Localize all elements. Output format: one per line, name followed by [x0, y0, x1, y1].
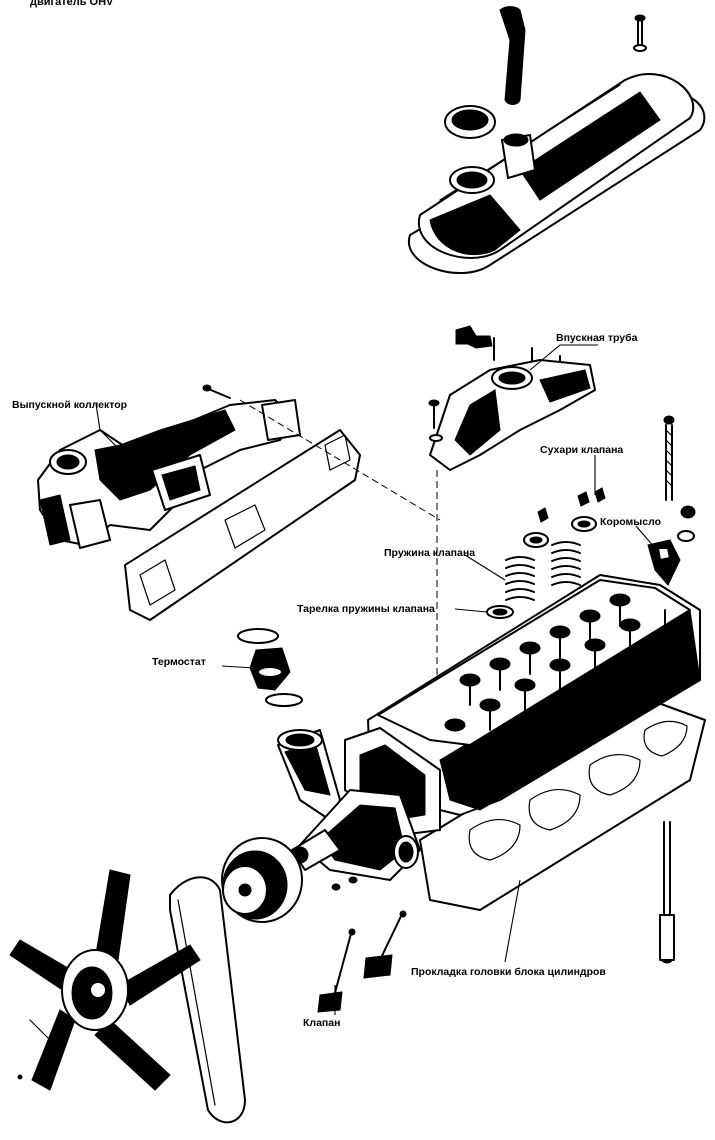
exhaust-manifold-assembly: [37, 384, 361, 621]
valves: [317, 910, 407, 1013]
leader-retainer: [454, 608, 488, 613]
thermostat-assembly: [237, 628, 303, 707]
intake-fitting: [455, 325, 493, 349]
valve-spring-left: [505, 556, 535, 601]
leader-thermostat: [221, 665, 255, 669]
cover-bolt: [637, 17, 643, 46]
label-valve: Клапан: [303, 1017, 340, 1029]
label-rocker-arm: Коромысло: [600, 516, 661, 528]
rocker-cover-assembly: [407, 6, 706, 274]
water-pump-assembly: [277, 729, 421, 891]
label-head-gasket: Прокладка головки блока цилиндров: [411, 966, 606, 978]
stray-mark: [17, 1074, 23, 1080]
label-valve-spring: Пружина клапана: [384, 547, 475, 559]
manifold-gasket: [124, 429, 361, 621]
valve-train-parts: [486, 415, 696, 619]
alignment-line-exhaust: [239, 399, 441, 521]
cylinder-head: [344, 574, 706, 911]
valve-stem: [332, 929, 353, 1001]
cooling-fan: [9, 869, 201, 1091]
water-pump-pulley: [221, 837, 303, 923]
fan-belt: [169, 876, 246, 1124]
label-valve-keepers: Сухари клапана: [540, 444, 623, 456]
rocker-arm: [647, 539, 681, 586]
oil-filler-pipe: [499, 6, 526, 105]
page-title: двигатель OHV: [30, 0, 114, 8]
label-exhaust-manifold: Выпускной коллектор: [12, 399, 127, 411]
label-intake-pipe: Впускная труба: [556, 332, 638, 344]
leader-exhaust: [95, 403, 121, 451]
leader-gasket: [504, 879, 521, 963]
leader-spring: [464, 554, 506, 581]
valve-spring-right: [551, 541, 581, 586]
intake-pipe-assembly: [428, 325, 596, 471]
label-spring-retainer: Тарелка пружины клапана: [297, 603, 435, 615]
leader-intake: [529, 344, 598, 371]
label-thermostat: Термостат: [152, 656, 206, 668]
leader-rocker: [635, 525, 656, 549]
